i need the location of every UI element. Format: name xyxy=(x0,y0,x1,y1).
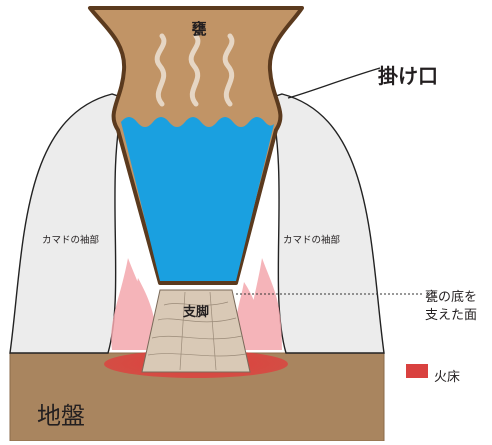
rim-label: 掛け口 xyxy=(378,60,438,89)
legend-fire-bed-label: 火床 xyxy=(434,366,460,385)
wing-left-label: カマドの袖部 xyxy=(42,232,99,246)
ground-label: 地盤 xyxy=(37,396,85,431)
jar-water xyxy=(121,117,274,281)
support-label: 支脚 xyxy=(183,301,209,320)
jar-label: 甕 xyxy=(0,18,398,39)
wing-right-label: カマドの袖部 xyxy=(283,232,340,246)
rim-leader-line xyxy=(288,68,380,98)
jar-bottom-label-line1: 甕の底を xyxy=(425,286,477,305)
kamado-wing-right xyxy=(270,94,384,353)
kamado-wing-left xyxy=(10,94,124,353)
jar-bottom-label-line2: 支えた面 xyxy=(425,304,477,323)
legend-fire-bed-swatch xyxy=(406,364,428,378)
